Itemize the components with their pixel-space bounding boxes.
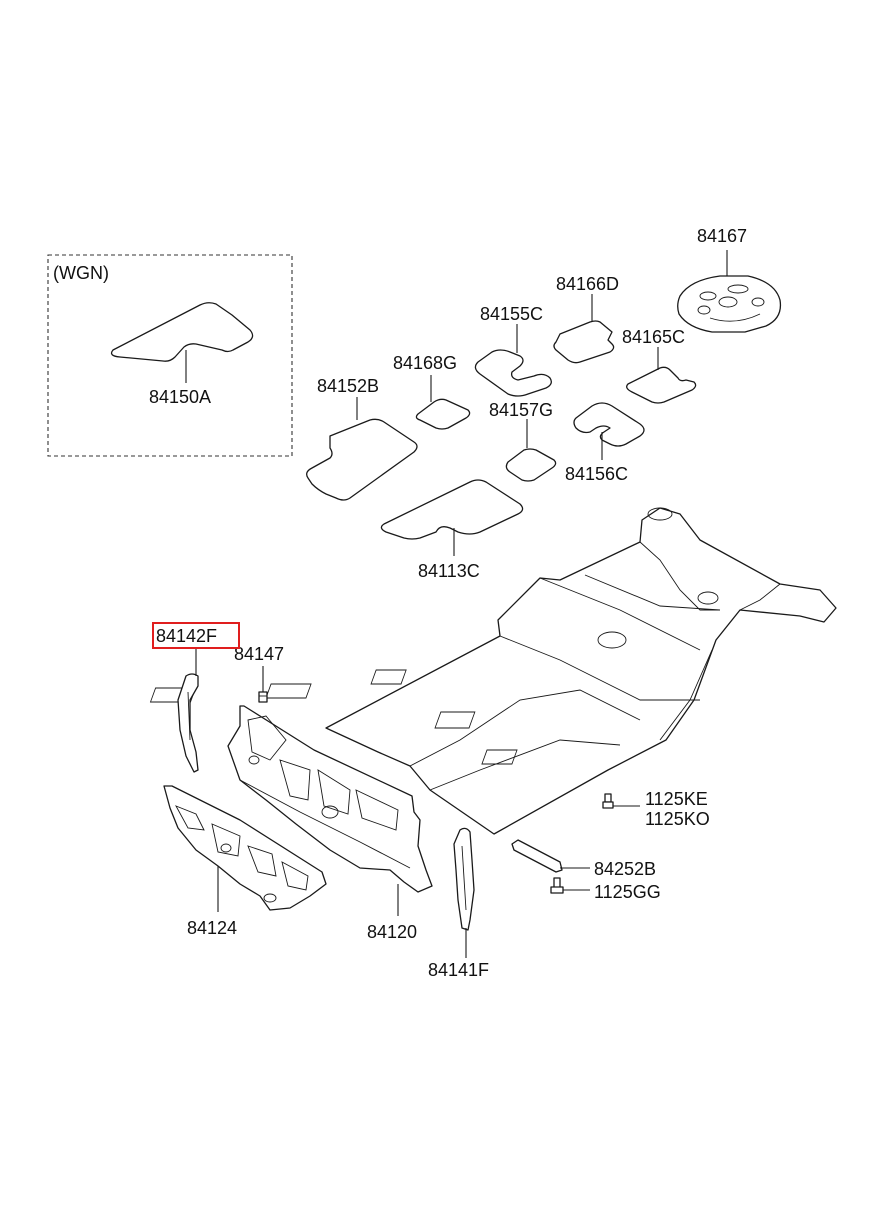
label-84150A: 84150A [149, 387, 211, 407]
pad-84150A[interactable] [110, 302, 254, 362]
label-84113C: 84113C [418, 561, 480, 581]
label-84124: 84124 [187, 918, 237, 938]
dash-panel-84120[interactable] [227, 705, 433, 893]
label-84168G: 84168G [393, 353, 457, 373]
label-1125KO: 1125KO [645, 809, 710, 829]
label-1125KE: 1125KE [645, 789, 708, 809]
floor-panel[interactable] [149, 507, 837, 835]
label-84120: 84120 [367, 922, 417, 942]
label-84252B: 84252B [594, 859, 656, 879]
pad-84156C[interactable] [573, 402, 645, 447]
label-84152B: 84152B [317, 376, 379, 396]
bolt-1125KE[interactable] [602, 793, 614, 809]
label-84141F: 84141F [428, 960, 489, 980]
pad-84168G[interactable] [415, 398, 471, 430]
strap-84252B[interactable] [511, 839, 563, 873]
label-1125GG: 1125GG [594, 882, 661, 902]
pad-84165C[interactable] [626, 366, 697, 404]
pad-84155C[interactable] [474, 349, 552, 397]
label-84157G: 84157G [489, 400, 553, 420]
pad-84152B[interactable] [306, 418, 418, 501]
pad-84166D[interactable] [553, 320, 615, 364]
label-84166D: 84166D [556, 274, 619, 294]
label-84167: 84167 [697, 226, 747, 246]
pad-84113C[interactable] [380, 479, 524, 540]
label-84147: 84147 [234, 644, 284, 664]
insulator-84124[interactable] [163, 785, 327, 911]
clip-84147[interactable] [258, 691, 268, 703]
wgn-variant-box [47, 254, 293, 457]
bracket-84142F[interactable] [177, 673, 199, 773]
label-84142F: 84142F [156, 626, 217, 646]
plate-84167[interactable] [677, 275, 782, 333]
wgn-label: (WGN) [53, 263, 109, 283]
label-84155C: 84155C [480, 304, 543, 324]
highlight-box-84142F [152, 622, 240, 649]
label-84156C: 84156C [565, 464, 628, 484]
label-84165C: 84165C [622, 327, 685, 347]
pad-84157G[interactable] [505, 448, 557, 482]
bolt-1125GG[interactable] [550, 877, 564, 894]
